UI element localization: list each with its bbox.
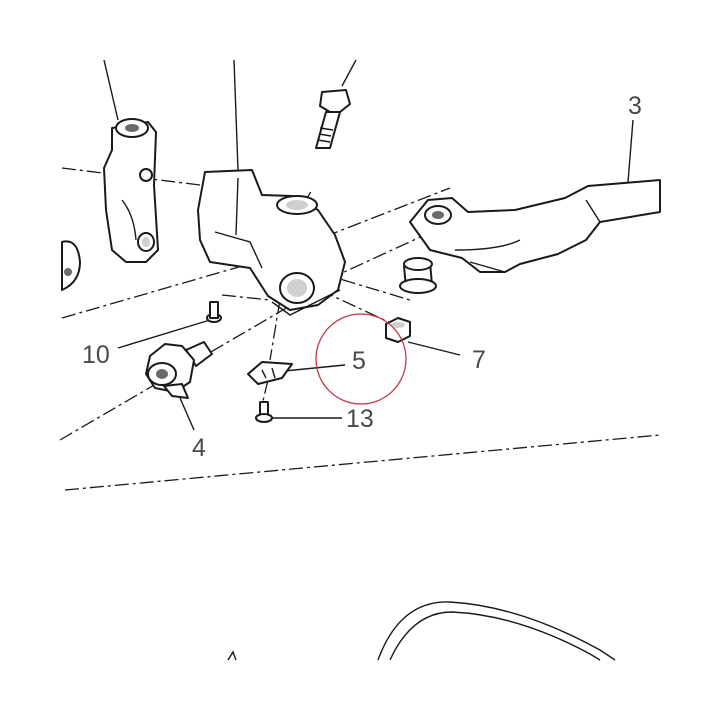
callout-3: 3 [628, 92, 642, 120]
callout-5: 5 [352, 347, 366, 375]
callout-4: 4 [192, 434, 206, 462]
lever-bracket-body [197, 169, 346, 316]
bushing-part [399, 257, 437, 294]
small-screw-part [206, 301, 222, 323]
screw-part [255, 401, 273, 423]
clip-part [247, 361, 293, 385]
lever-arm-part [409, 179, 661, 273]
nut-part [385, 317, 411, 343]
callout-labels: 3 4 5 7 10 13 [82, 92, 642, 462]
adjuster-part [145, 341, 213, 399]
callout-13: 13 [346, 405, 374, 433]
pivot-bolt [315, 89, 351, 149]
cable-outline-part [227, 601, 616, 661]
callout-10: 10 [82, 341, 110, 369]
split-clamp-part [103, 118, 159, 263]
highlight-circle [315, 313, 407, 405]
callout-7: 7 [472, 346, 486, 374]
left-edge-partial-part [61, 240, 81, 291]
